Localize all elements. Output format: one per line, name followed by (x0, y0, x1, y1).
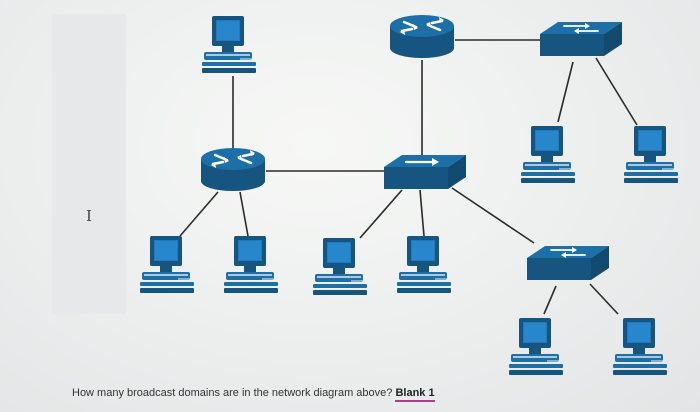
link-router-middle-pc-bottom-1 (179, 191, 219, 237)
router-icon-middle (199, 146, 267, 193)
diagram-links (179, 39, 638, 315)
switch-icon-bottom-right (526, 245, 610, 281)
switch-icon-middle (382, 153, 468, 191)
link-switch-top-right-pc-right-2 (595, 57, 638, 126)
computer-icon-pc-right-1 (521, 126, 575, 183)
link-switch-bottom-right-pc-br-2 (589, 283, 619, 315)
switch-icon-top-right (539, 21, 623, 57)
link-router-middle-pc-bottom-2 (239, 191, 249, 237)
blank-1-field[interactable]: Blank 1 (395, 387, 435, 402)
question-prompt: How many broadcast domains are in the ne… (72, 387, 393, 399)
computer-icon-pc-right-2 (624, 126, 678, 183)
computer-icon-pc-top (202, 16, 256, 73)
link-switch-top-right-pc-right-1 (557, 61, 574, 123)
question-text: How many broadcast domains are in the ne… (72, 387, 435, 402)
computer-icon-pc-br-1 (509, 318, 563, 375)
link-switch-middle-pc-bottom-3 (359, 189, 403, 239)
text-cursor-icon: I (86, 207, 92, 225)
left-panel (52, 14, 126, 314)
link-switch-middle-pc-bottom-4 (419, 189, 425, 237)
computer-icon-pc-bottom-3 (313, 238, 367, 295)
router-icon-top (388, 13, 456, 60)
computer-icon-pc-bottom-2 (224, 236, 278, 293)
link-switch-bottom-right-pc-br-1 (543, 285, 557, 315)
computer-icon-pc-bottom-1 (140, 236, 194, 293)
link-switch-middle-switch-bottom-right (451, 187, 535, 244)
computer-icon-pc-bottom-4 (397, 236, 451, 293)
computer-icon-pc-br-2 (613, 318, 667, 375)
